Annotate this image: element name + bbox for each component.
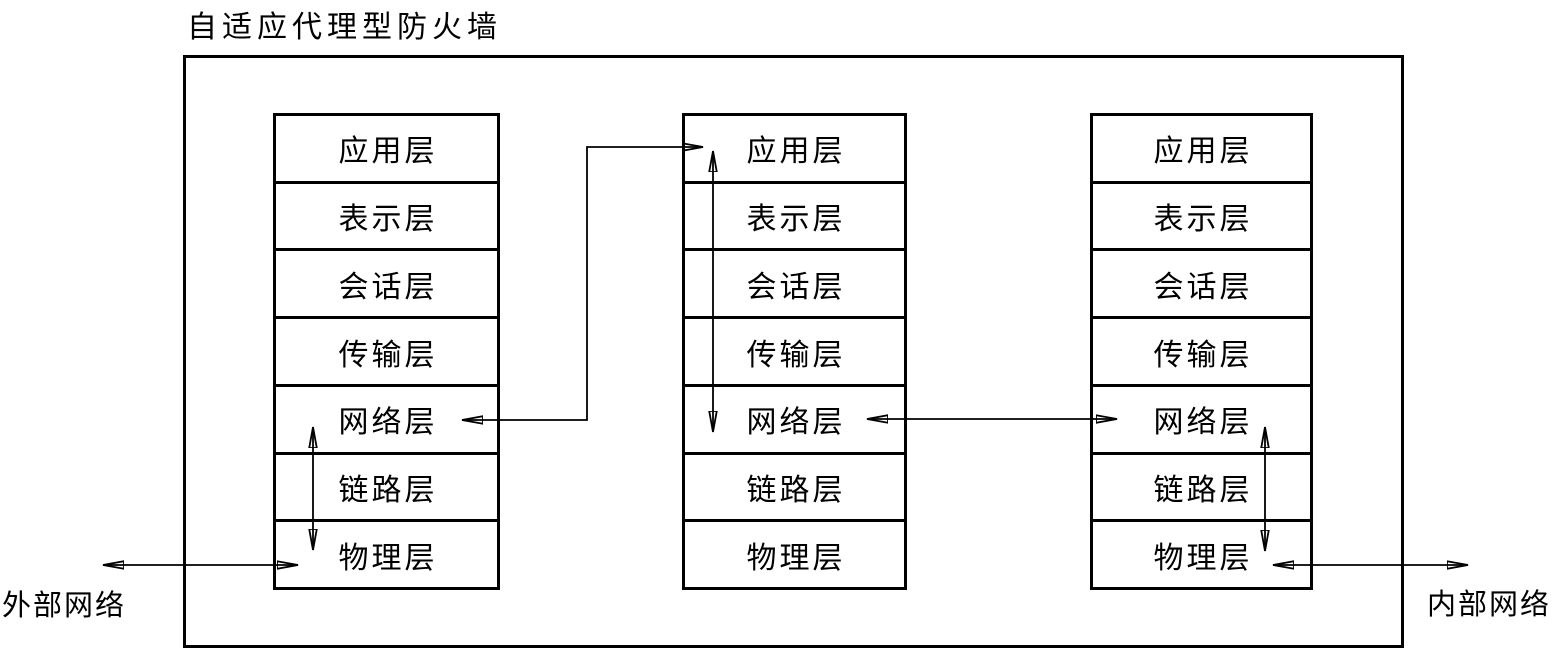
layer-datalink: 链路层: [276, 455, 497, 523]
layer-session: 会话层: [1093, 251, 1310, 320]
layer-transport: 传输层: [685, 319, 904, 387]
firewall-boundary-box: [183, 55, 1404, 648]
layer-transport: 传输层: [1093, 319, 1310, 387]
layer-physical: 物理层: [746, 541, 846, 575]
osi-stack-external-side: 应用层 表示层 会话层 传输层 网络层 链路层 物理层: [273, 113, 500, 590]
external-network-label: 外部网络: [2, 590, 127, 622]
layer-session: 会话层: [276, 251, 497, 320]
layer-physical: 物理层: [338, 541, 438, 575]
layer-physical: 物理层: [1153, 541, 1253, 575]
layer-network: 网络层: [276, 387, 497, 455]
osi-stack-middle-proxy: 应用层 表示层 会话层 传输层 网络层 链路层 物理层: [682, 113, 907, 590]
layer-network: 网络层: [1093, 387, 1310, 455]
layer-application: 应用层: [1093, 116, 1310, 184]
osi-stack-internal-side: 应用层 表示层 会话层 传输层 网络层 链路层 物理层: [1090, 113, 1313, 590]
layer-application: 应用层: [685, 116, 904, 184]
diagram-title: 自适应代理型防火墙: [187, 11, 502, 44]
layer-session: 会话层: [685, 251, 904, 320]
layer-presentation: 表示层: [276, 184, 497, 252]
layer-application: 应用层: [276, 116, 497, 184]
layer-presentation: 表示层: [685, 184, 904, 252]
layer-datalink: 链路层: [685, 455, 904, 523]
layer-presentation: 表示层: [1093, 184, 1310, 252]
internal-network-label: 内部网络: [1427, 589, 1552, 621]
layer-network: 网络层: [685, 387, 904, 455]
layer-transport: 传输层: [276, 319, 497, 387]
layer-datalink: 链路层: [1093, 455, 1310, 523]
